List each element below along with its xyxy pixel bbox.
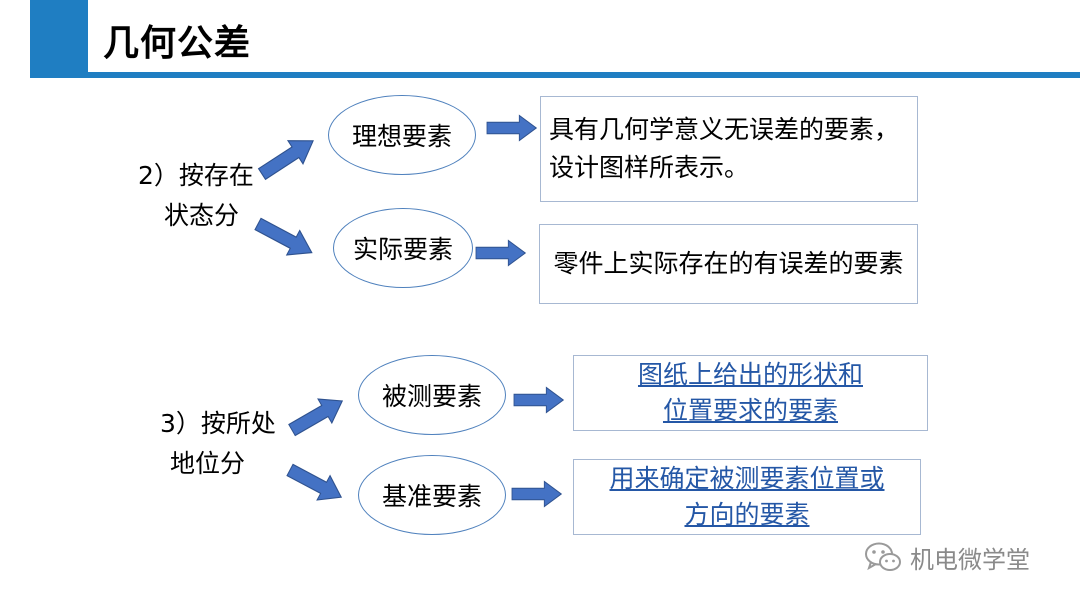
datum-element-term: 基准要素 <box>381 482 482 511</box>
datum-element-definition-box: 用来确定被测要素位置或 方向的要素 <box>573 459 921 535</box>
page-title: 几何公差 <box>103 23 252 64</box>
ideal-element-term: 理想要素 <box>351 122 452 151</box>
measured-element-term: 被测要素 <box>381 382 482 411</box>
definition-line: 设计图样所表示。 <box>549 153 750 182</box>
classification-label-line: 3）按所处 <box>160 409 276 438</box>
watermark: 机电微学堂 <box>864 540 1030 575</box>
arrow-to-measured-element <box>284 388 350 443</box>
measured-element-definition-box: 图纸上给出的形状和 位置要求的要素 <box>573 355 928 431</box>
header-accent-block <box>30 0 88 72</box>
definition-link-line[interactable]: 方向的要素 <box>684 500 810 529</box>
wechat-icon <box>865 542 901 571</box>
arrow-to-ideal-element <box>253 128 322 187</box>
classification-label-line: 状态分 <box>164 201 240 230</box>
definition-line: 具有几何学意义无误差的要素， <box>549 115 900 144</box>
definition-link-line[interactable]: 位置要求的要素 <box>662 396 838 425</box>
classification-label-line: 地位分 <box>170 449 246 478</box>
actual-element-oval: 实际要素 <box>333 208 473 288</box>
classification-label-line: 2）按存在 <box>138 161 254 190</box>
arrow-to-datum-element <box>282 457 349 510</box>
definition-link-line[interactable]: 图纸上给出的形状和 <box>637 360 863 389</box>
definition-line: 零件上实际存在的有误差的要素 <box>553 249 904 278</box>
actual-element-definition-box: 零件上实际存在的有误差的要素 <box>539 224 918 304</box>
watermark-text: 机电微学堂 <box>910 546 1030 574</box>
header-underline-bar <box>30 72 1080 78</box>
arrow-to-datum-definition <box>511 480 562 508</box>
measured-element-oval: 被测要素 <box>358 355 506 435</box>
arrow-to-actual-definition <box>475 239 526 267</box>
actual-element-term: 实际要素 <box>352 235 453 264</box>
classification-label-existence: 2）按存在 状态分 <box>138 156 254 236</box>
definition-link-line[interactable]: 用来确定被测要素位置或 <box>609 464 885 493</box>
arrow-to-actual-element <box>250 211 319 266</box>
classification-label-position: 3）按所处 地位分 <box>160 404 276 484</box>
arrow-to-measured-definition <box>513 386 564 414</box>
ideal-element-oval: 理想要素 <box>328 95 476 175</box>
arrow-to-ideal-definition <box>486 114 537 142</box>
ideal-element-definition-box: 具有几何学意义无误差的要素， 设计图样所表示。 <box>540 96 918 202</box>
datum-element-oval: 基准要素 <box>358 455 506 535</box>
